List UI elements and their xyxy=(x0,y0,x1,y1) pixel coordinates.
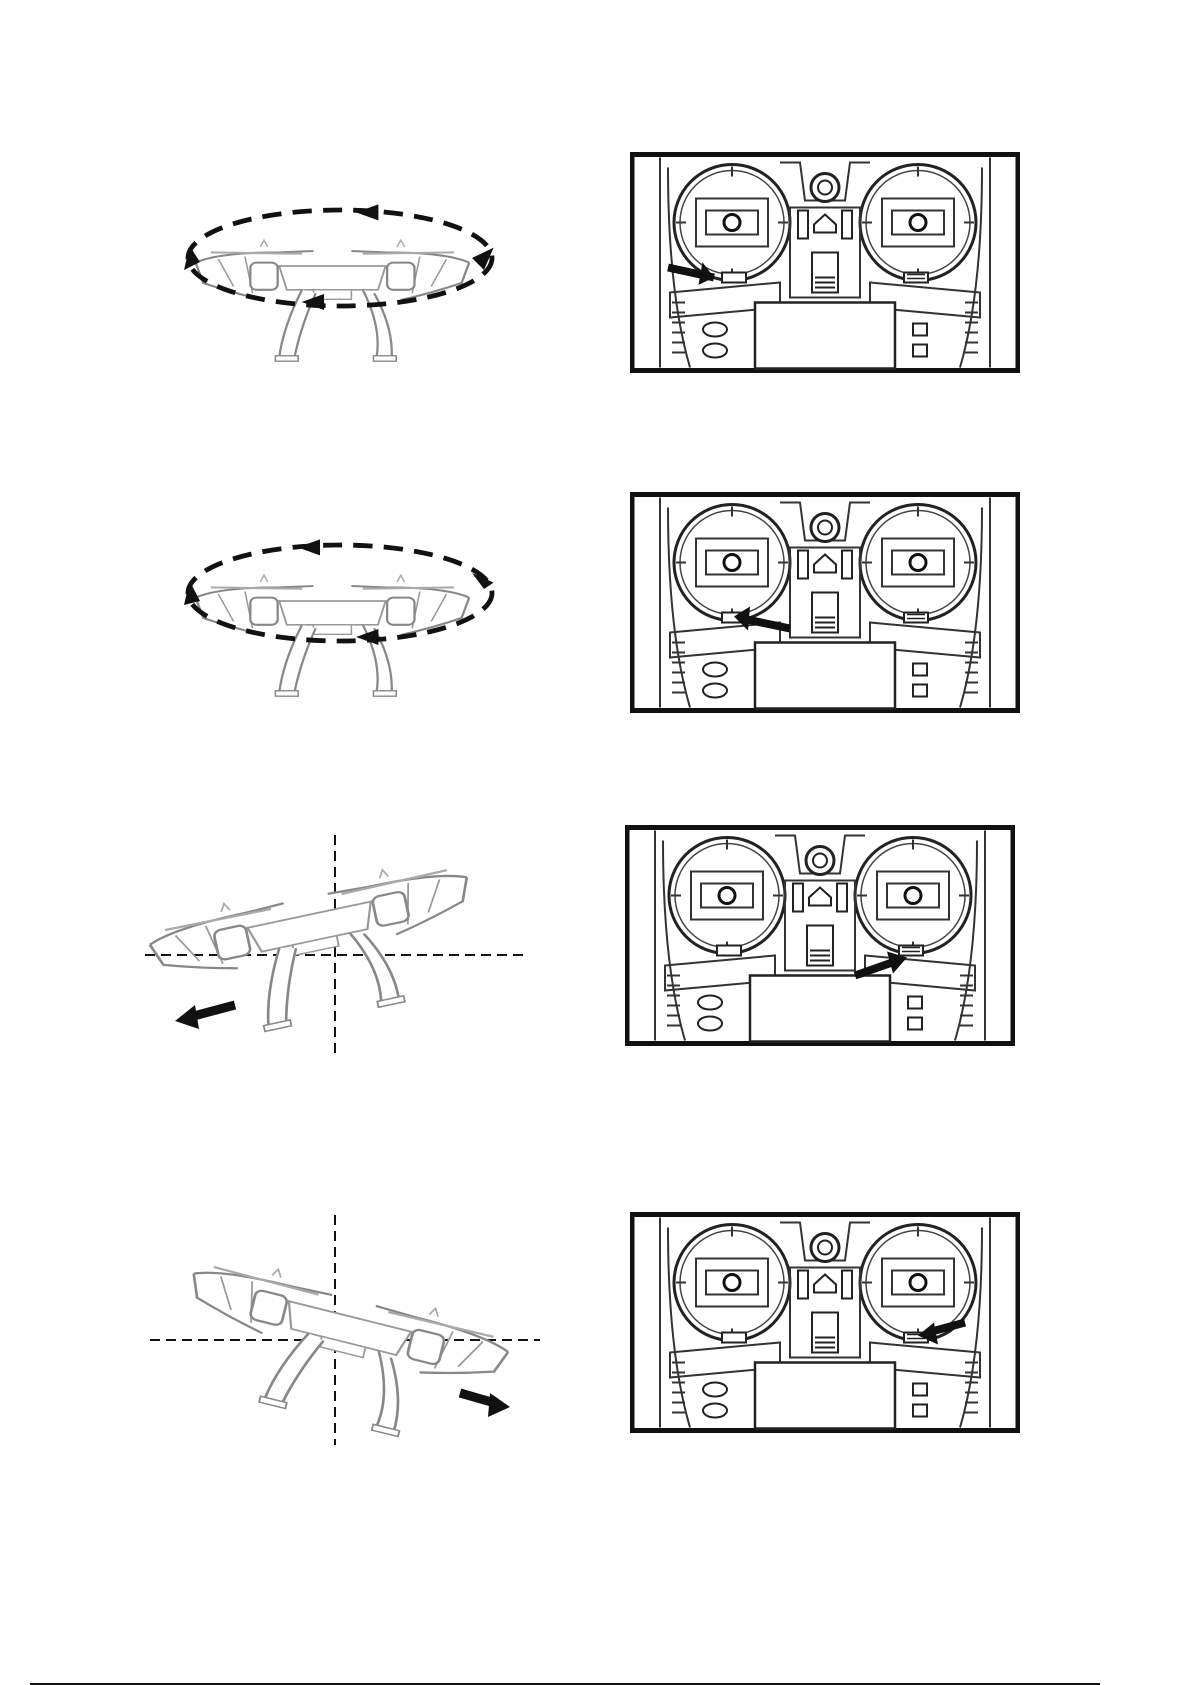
drone-rotate-clockwise-icon xyxy=(140,525,540,725)
drone-rotate-counterclockwise-icon xyxy=(140,190,540,390)
transmitter-icon xyxy=(630,1205,1020,1440)
transmitter-icon xyxy=(630,145,1020,380)
transmitter-icon xyxy=(625,818,1015,1053)
transmitter-icon xyxy=(630,485,1020,720)
drone-tilt-right-icon xyxy=(150,1215,540,1445)
drone-tilt-left-icon xyxy=(145,835,525,1055)
